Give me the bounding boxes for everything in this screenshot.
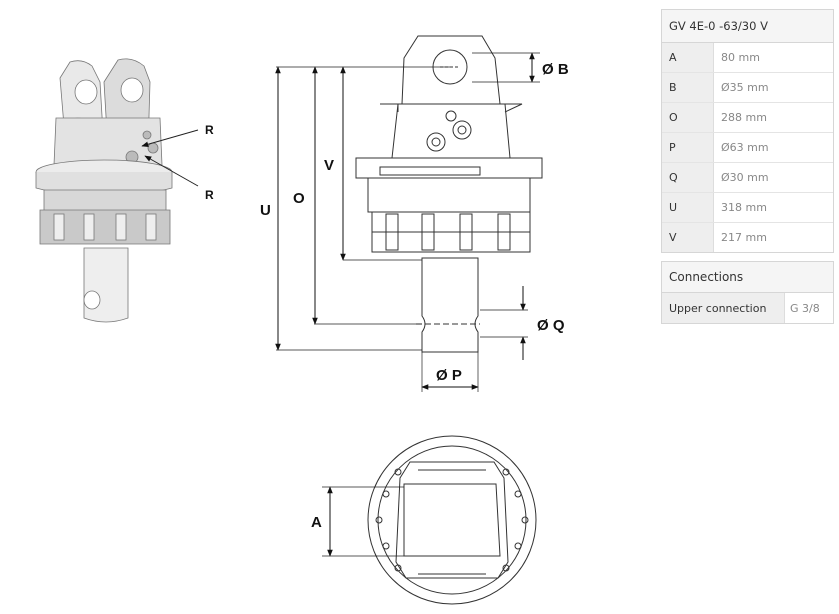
spec-row-q: Q Ø30 mm xyxy=(662,163,833,193)
connections-key: Upper connection xyxy=(662,293,785,323)
spec-row-b: B Ø35 mm xyxy=(662,73,833,103)
spec-key: P xyxy=(662,133,714,162)
spec-title: GV 4E-0 -63/30 V xyxy=(662,10,833,43)
connections-row: Upper connection G 3/8 xyxy=(662,293,833,323)
label-v: V xyxy=(324,157,334,174)
connections-title: Connections xyxy=(662,262,833,293)
label-u: U xyxy=(260,202,271,219)
label-b: Ø B xyxy=(542,61,569,78)
spec-value: 80 mm xyxy=(721,51,760,64)
label-o: O xyxy=(293,190,305,207)
spec-key: U xyxy=(662,193,714,222)
label-r-top: R xyxy=(205,123,214,137)
spec-table: GV 4E-0 -63/30 V A 80 mm B Ø35 mm O 288 … xyxy=(661,9,834,253)
spec-key: V xyxy=(662,223,714,252)
dim-a-extension xyxy=(322,486,404,557)
rotator-3d-render xyxy=(35,58,173,323)
dimension-lines xyxy=(276,52,540,392)
spec-row-a: A 80 mm xyxy=(662,43,833,73)
connections-table: Connections Upper connection G 3/8 xyxy=(661,261,834,324)
spec-value: 288 mm xyxy=(721,111,767,124)
spec-key: B xyxy=(662,73,714,102)
label-q: Ø Q xyxy=(537,317,565,334)
side-view-drawing xyxy=(355,35,543,353)
spec-value: Ø35 mm xyxy=(721,81,769,94)
spec-row-u: U 318 mm xyxy=(662,193,833,223)
r-leader-top xyxy=(141,129,199,147)
spec-value: Ø30 mm xyxy=(721,171,769,184)
label-p: Ø P xyxy=(436,367,462,384)
connections-value: G 3/8 xyxy=(790,301,820,315)
spec-key: Q xyxy=(662,163,714,192)
r-leader-bottom xyxy=(144,155,199,187)
spec-value: Ø63 mm xyxy=(721,141,769,154)
spec-value: 318 mm xyxy=(721,201,767,214)
technical-drawing: R R xyxy=(35,35,569,605)
spec-row-o: O 288 mm xyxy=(662,103,833,133)
label-r-bottom: R xyxy=(205,188,214,202)
spec-key: O xyxy=(662,103,714,132)
spec-row-p: P Ø63 mm xyxy=(662,133,833,163)
label-a: A xyxy=(311,514,322,531)
spec-row-v: V 217 mm xyxy=(662,223,833,252)
bottom-view-drawing xyxy=(367,435,537,605)
spec-value: 217 mm xyxy=(721,231,767,244)
spec-key: A xyxy=(662,43,714,72)
